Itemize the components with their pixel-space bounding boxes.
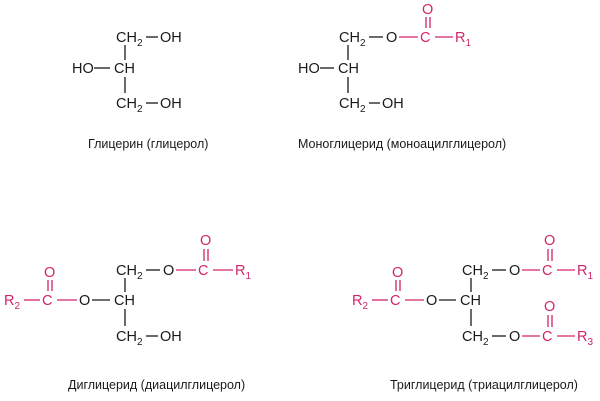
glycerol-ho-middle: HO	[72, 61, 94, 77]
tri-ester-oxygen-top: O	[509, 263, 520, 279]
mono-ch2-bottom: CH2	[339, 96, 366, 115]
mono-ch-middle: CH	[338, 61, 359, 77]
mono-ch2-top: CH2	[339, 30, 366, 49]
mono-carbonyl-oxygen: O	[422, 2, 433, 18]
tri-ch2-top: CH2	[462, 263, 489, 282]
tri-ester-oxygen-middle: O	[426, 293, 437, 309]
mono-ester-oxygen: O	[386, 30, 397, 46]
caption-diglyceride: Диглицерид (диацилглицерол)	[68, 378, 245, 392]
glycerol-oh-bottom: OH	[160, 96, 182, 112]
di-carbonyl-carbon-left: C	[42, 293, 52, 309]
di-ch2-bottom: CH2	[116, 329, 143, 348]
tri-r3: R3	[577, 329, 593, 348]
di-ester-oxygen-top: O	[163, 263, 174, 279]
triglyceride-structure: CH2 O C O R1 R2 C O O CH CH2 O C O R3	[352, 233, 593, 348]
mono-ho-middle: HO	[298, 61, 320, 77]
glycerol-ch2-top: CH2	[116, 30, 143, 49]
tri-carbonyl-carbon-left: C	[390, 293, 400, 309]
glycerol-ch2-bottom: CH2	[116, 96, 143, 115]
caption-monoglyceride: Моноглицерид (моноацилглицерол)	[298, 137, 506, 151]
di-carbonyl-oxygen-left: O	[44, 265, 55, 281]
tri-r1: R1	[577, 263, 593, 282]
glycerol-ch-middle: CH	[114, 61, 135, 77]
di-ester-oxygen-middle: O	[79, 293, 90, 309]
di-oh-bottom: OH	[160, 329, 182, 345]
mono-r1: R1	[455, 30, 471, 49]
di-r1: R1	[235, 263, 251, 282]
tri-carbonyl-carbon-top: C	[542, 263, 552, 279]
di-r2: R2	[4, 293, 20, 312]
tri-carbonyl-oxygen-top: O	[544, 233, 555, 249]
mono-oh-bottom: OH	[382, 96, 404, 112]
tri-ch-middle: CH	[460, 293, 481, 309]
tri-ch2-bottom: CH2	[462, 329, 489, 348]
di-carbonyl-carbon-top: C	[198, 263, 208, 279]
tri-carbonyl-oxygen-bottom: O	[544, 299, 555, 315]
diglyceride-structure: CH2 O C O R1 R2 C O O CH CH2 OH	[4, 233, 251, 348]
mono-carbonyl-carbon: C	[420, 30, 430, 46]
tri-carbonyl-carbon-bottom: C	[542, 329, 552, 345]
tri-r2: R2	[352, 293, 368, 312]
di-carbonyl-oxygen-top: O	[200, 233, 211, 249]
di-ch2-top: CH2	[116, 263, 143, 282]
glycerol-structure: CH2 OH HO CH CH2 OH	[72, 30, 182, 115]
tri-carbonyl-oxygen-left: O	[392, 265, 403, 281]
glycerol-oh-top: OH	[160, 30, 182, 46]
caption-glycerol: Глицерин (глицерол)	[88, 137, 208, 151]
tri-ester-oxygen-bottom: O	[509, 329, 520, 345]
monoglyceride-structure: CH2 O C O R1 HO CH CH2 OH	[298, 2, 471, 115]
caption-triglyceride: Триглицерид (триацилглицерол)	[390, 378, 578, 392]
di-ch-middle: CH	[114, 293, 135, 309]
